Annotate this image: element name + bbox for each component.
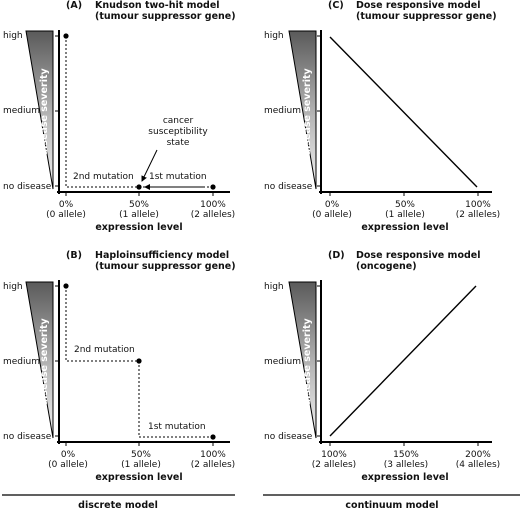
dose-response-line <box>329 36 478 188</box>
second-mutation-label: 2nd mutation <box>74 345 135 355</box>
x-tick-sublabel: (2 alleles) <box>191 210 235 220</box>
x-axis-label: expression level <box>361 472 448 483</box>
panel-a: (A) Knudson two-hit model (tumour suppre… <box>3 0 236 233</box>
severity-wedge <box>25 281 54 439</box>
panel-b-letter: (B) <box>66 250 82 261</box>
annotation-line: cancer <box>163 116 194 126</box>
panel-a-subtitle: (tumour suppressor gene) <box>95 11 236 22</box>
panel-b: (B) Haploinsufficiency model (tumour sup… <box>3 250 236 483</box>
x-tick-sublabel: (0 allele) <box>46 210 86 220</box>
footer: discrete model continuum model <box>2 494 520 511</box>
continuum-model-label: continuum model <box>345 500 438 511</box>
severity-label: disease severity <box>302 318 313 406</box>
y-label-high: high <box>264 282 284 292</box>
x-tick-sublabel: (1 allele) <box>121 460 161 470</box>
x-tick-sublabel: (4 alleles) <box>456 460 500 470</box>
second-mutation-label: 2nd mutation <box>73 172 134 182</box>
x-tick-sublabel: (3 alleles) <box>384 460 428 470</box>
x-tick-sublabel: (2 alleles) <box>456 210 500 220</box>
x-tick-label: 50% <box>131 450 151 460</box>
x-tick-label: 100% <box>321 450 347 460</box>
x-tick-label: 100% <box>465 200 491 210</box>
x-axis-label: expression level <box>361 222 448 233</box>
first-mutation-label: 1st mutation <box>149 172 207 182</box>
x-tick-label: 0% <box>61 450 76 460</box>
panel-d-title: Dose responsive model <box>356 250 480 261</box>
annotation-line: susceptibility <box>148 127 208 137</box>
x-tick-sublabel: (1 allele) <box>119 210 159 220</box>
y-label-medium: medium <box>264 106 301 116</box>
y-label-high: high <box>264 31 284 41</box>
panel-b-title: Haploinsufficiency model <box>95 250 229 261</box>
arrow-annotation <box>141 149 158 182</box>
x-tick-label: 100% <box>200 200 226 210</box>
panel-c-title: Dose responsive model <box>356 0 480 11</box>
x-tick-label: 50% <box>395 200 415 210</box>
severity-wedge <box>288 30 317 190</box>
data-point <box>136 184 142 190</box>
annotation-line: state <box>167 138 190 148</box>
y-label-high: high <box>3 282 23 292</box>
discrete-model-label: discrete model <box>78 500 158 511</box>
x-axis-label: expression level <box>95 472 182 483</box>
x-tick-label: 0% <box>59 200 74 210</box>
y-label-medium: medium <box>3 357 40 367</box>
data-point <box>63 33 69 39</box>
severity-label: disease severity <box>39 318 50 406</box>
severity-label: disease severity <box>39 68 50 156</box>
x-tick-label: 150% <box>393 450 419 460</box>
x-tick-sublabel: (0 allele) <box>48 460 88 470</box>
x-tick-label: 0% <box>325 200 340 210</box>
x-tick-label: 100% <box>200 450 226 460</box>
panel-c: (C) Dose responsive model (tumour suppre… <box>264 0 500 233</box>
dose-response-line <box>329 285 477 437</box>
panel-a-title: Knudson two-hit model <box>95 0 220 11</box>
x-tick-label: 200% <box>465 450 491 460</box>
panel-d: (D) Dose responsive model (oncogene) dis… <box>264 250 500 483</box>
severity-label: disease severity <box>302 68 313 156</box>
panel-d-letter: (D) <box>328 250 345 261</box>
x-axis-label: expression level <box>95 222 182 233</box>
y-label-low: no disease <box>264 182 313 192</box>
severity-wedge <box>25 30 54 190</box>
severity-wedge <box>288 281 317 439</box>
y-label-medium: medium <box>3 106 40 116</box>
panel-a-letter: (A) <box>66 0 82 11</box>
step-path <box>65 36 213 188</box>
y-label-low: no disease <box>3 432 52 442</box>
data-point <box>210 434 216 440</box>
panel-d-subtitle: (oncogene) <box>356 261 417 272</box>
data-point <box>210 184 216 190</box>
x-tick-sublabel: (2 alleles) <box>312 460 356 470</box>
y-label-high: high <box>3 31 23 41</box>
x-tick-sublabel: (2 alleles) <box>191 460 235 470</box>
panel-b-subtitle: (tumour suppressor gene) <box>95 261 236 272</box>
y-label-low: no disease <box>264 432 313 442</box>
data-point <box>136 358 142 364</box>
data-point <box>63 283 69 289</box>
x-tick-label: 50% <box>129 200 149 210</box>
first-mutation-label: 1st mutation <box>148 422 206 432</box>
panel-c-subtitle: (tumour suppressor gene) <box>356 11 497 22</box>
x-tick-sublabel: (0 allele) <box>312 210 352 220</box>
x-tick-sublabel: (1 allele) <box>385 210 425 220</box>
panel-c-letter: (C) <box>328 0 344 11</box>
y-label-low: no disease <box>3 182 52 192</box>
y-label-medium: medium <box>264 357 301 367</box>
